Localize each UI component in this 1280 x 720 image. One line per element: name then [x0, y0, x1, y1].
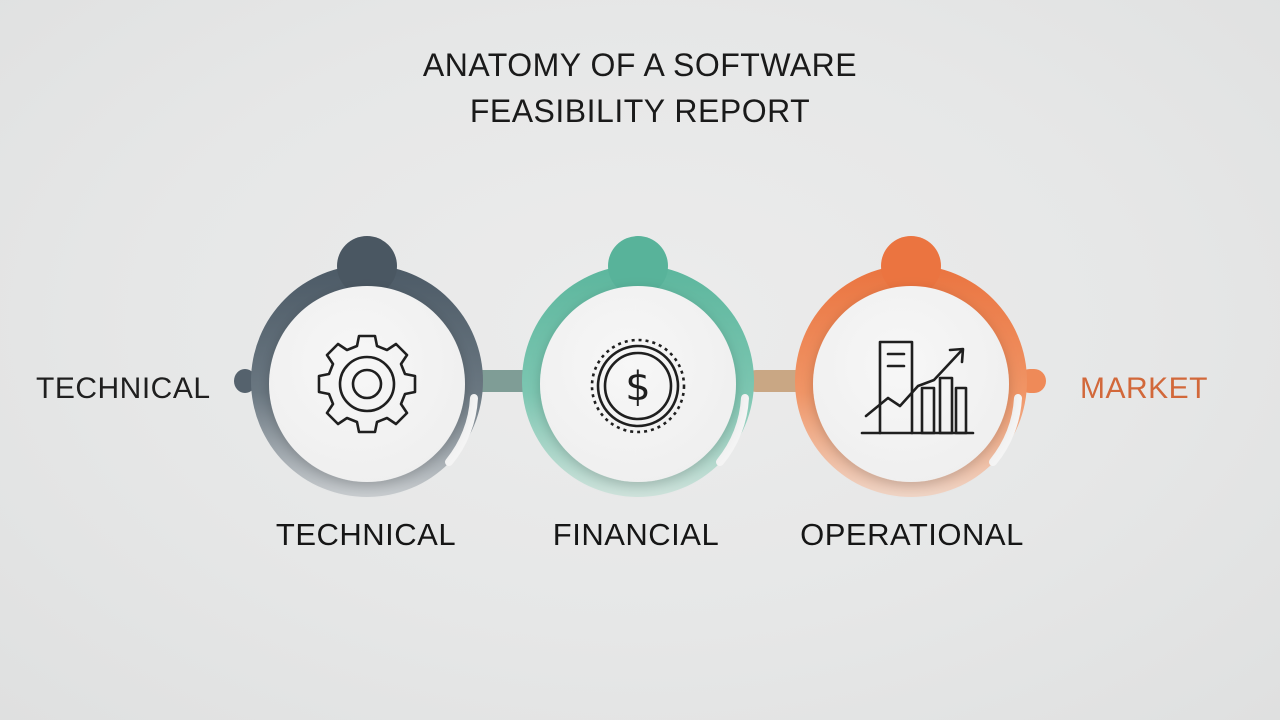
page-title: ANATOMY OF A SOFTWARE FEASIBILITY REPORT: [0, 42, 1280, 134]
ring-highlight-operational: [989, 394, 1022, 466]
growth-chart-icon: [860, 340, 975, 435]
ring-highlight-financial: [716, 394, 749, 466]
pillar-operational: [795, 236, 1027, 497]
title-line-1: ANATOMY OF A SOFTWARE: [422, 47, 858, 83]
knob-technical: [337, 236, 397, 296]
pillar-label-operational: OPERATIONAL: [800, 517, 1024, 552]
gear-icon: [317, 334, 417, 434]
connector-left: [234, 369, 256, 393]
face-financial: [540, 286, 736, 482]
dollar-coin-icon: $: [590, 338, 686, 434]
dollar-sign: $: [625, 364, 650, 410]
title-line-2: FEASIBILITY REPORT: [469, 93, 811, 129]
pillar-label-financial: FINANCIAL: [552, 517, 720, 552]
side-label-technical: TECHNICAL: [36, 372, 211, 405]
ring-highlight-technical: [445, 394, 478, 466]
connector-teal-orange: [745, 370, 811, 392]
knob-operational: [881, 236, 941, 296]
pillar-financial: $: [522, 236, 754, 497]
side-label-market: MARKET: [1080, 372, 1209, 405]
face-technical: [269, 286, 465, 482]
knob-financial: [608, 236, 668, 296]
pillar-label-technical: TECHNICAL: [275, 517, 457, 552]
pillar-technical: [251, 236, 483, 497]
